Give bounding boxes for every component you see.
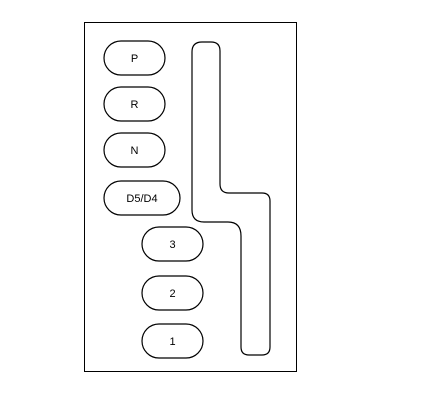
- position-p-label: P: [131, 53, 138, 65]
- position-n-pill: [103, 132, 166, 168]
- position-2-pill: [141, 275, 204, 311]
- position-3-pill: [141, 226, 204, 262]
- position-p: P: [103, 40, 166, 76]
- position-r-label: R: [131, 99, 139, 111]
- position-1-pill: [141, 323, 204, 359]
- position-2-label: 2: [169, 288, 175, 300]
- position-n-label: N: [131, 145, 139, 157]
- position-1: 1: [141, 323, 204, 359]
- position-2: 2: [141, 275, 204, 311]
- position-p-pill: [103, 40, 166, 76]
- position-d5-d4-pill: [103, 180, 181, 216]
- shift-gate-slot: [191, 41, 271, 356]
- position-3-label: 3: [169, 239, 175, 251]
- position-3: 3: [141, 226, 204, 262]
- position-r: R: [103, 86, 166, 122]
- position-r-pill: [103, 86, 166, 122]
- position-n: N: [103, 132, 166, 168]
- position-d5-d4-label: D5/D4: [126, 193, 157, 205]
- position-1-label: 1: [169, 336, 175, 348]
- position-d5-d4: D5/D4: [103, 180, 181, 216]
